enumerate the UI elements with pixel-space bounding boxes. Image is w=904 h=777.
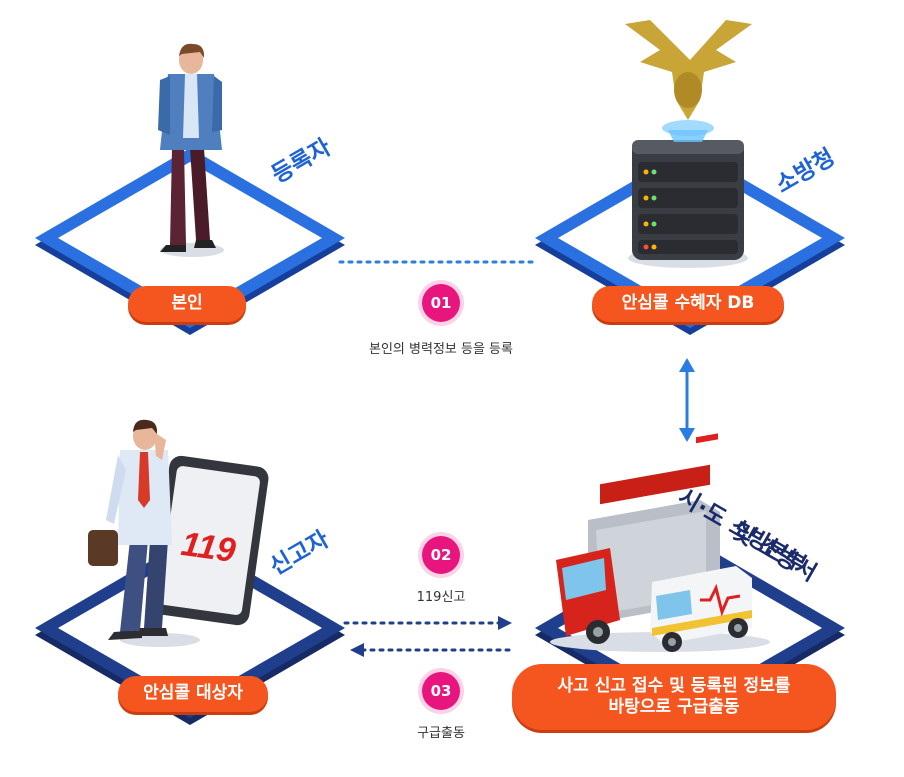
reporter-target-pill: 안심콜 대상자: [118, 676, 268, 712]
reporter-platform: [35, 538, 345, 725]
sync-arrow: [679, 358, 695, 442]
step-02-caption: 119신고: [416, 590, 466, 605]
dispatch-pill-line2: 바탕으로 구급출동: [608, 697, 740, 717]
fire-truck-ambulance-illustration: [550, 433, 770, 652]
registrant-platform: [35, 148, 345, 335]
step-03-badge: 03: [422, 672, 460, 710]
report-arrow: [343, 616, 512, 630]
step-02-badge: 02: [422, 536, 460, 574]
server-db-illustration: [625, 20, 752, 268]
tablet-119-text: 119: [179, 525, 238, 570]
registrant-person-illustration: [158, 43, 224, 257]
step-03-caption: 구급출동: [417, 726, 465, 741]
registrant-self-pill: 본인: [128, 286, 246, 322]
step-01-badge: 01: [422, 284, 460, 322]
fire-station-dispatch-pill: 사고 신고 접수 및 등록된 정보를 바탕으로 구급출동: [512, 664, 836, 730]
dispatch-pill-line1: 사고 신고 접수 및 등록된 정보를: [557, 675, 791, 696]
step-01-caption: 본인의 병력정보 등을 등록: [369, 342, 513, 357]
reporter-person-illustration: 119: [88, 419, 269, 647]
dispatch-arrow: [350, 643, 517, 657]
fire-agency-db-pill: 안심콜 수혜자 DB: [592, 286, 784, 322]
